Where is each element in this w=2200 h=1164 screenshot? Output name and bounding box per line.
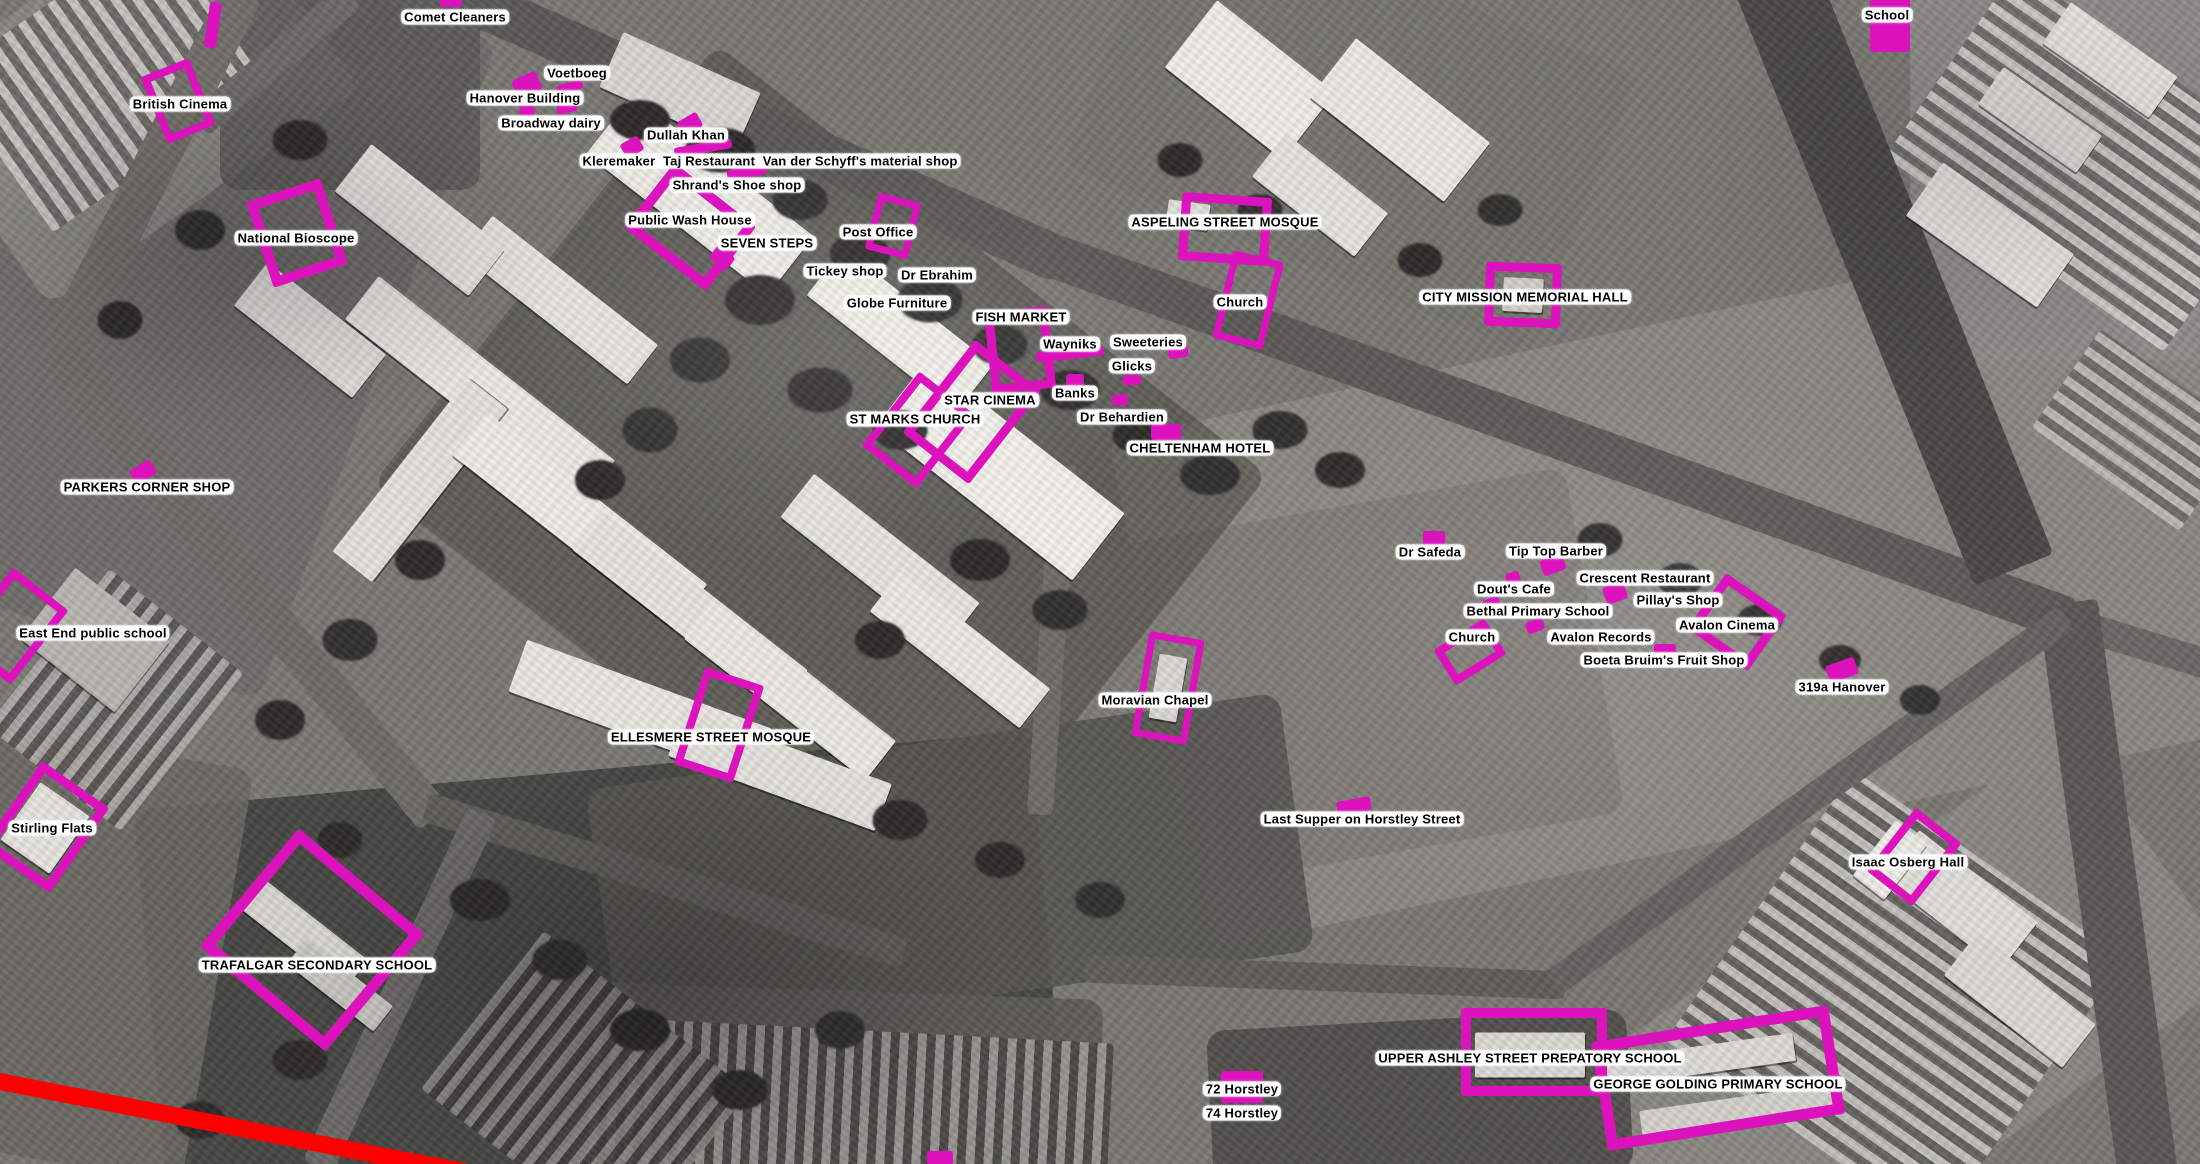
map-label: Dout's Cafe <box>1474 581 1554 597</box>
tree <box>450 879 510 921</box>
map-label: Hanover Building <box>466 90 584 106</box>
tree <box>725 275 795 325</box>
map-label: Dullah Khan <box>643 127 729 143</box>
tree <box>175 210 225 250</box>
tree <box>975 842 1025 878</box>
map-label: East End public school <box>16 625 170 641</box>
building-marker <box>1123 375 1141 385</box>
tree <box>787 367 853 413</box>
tree <box>272 1040 328 1080</box>
map-label: British Cinema <box>129 96 231 112</box>
tree <box>1180 455 1240 495</box>
tree <box>1157 143 1203 177</box>
tree <box>575 460 625 500</box>
tree <box>532 940 588 980</box>
tree <box>1032 590 1088 630</box>
map-label: Moravian Chapel <box>1098 692 1212 708</box>
map-label: TRAFALGAR SECONDARY SCHOOL <box>198 957 436 973</box>
map-label: GEORGE GOLDING PRIMARY SCHOOL <box>1590 1076 1846 1092</box>
tree <box>872 800 928 840</box>
map-label: School <box>1861 7 1913 23</box>
building-marker <box>1112 394 1128 406</box>
map-label: 72 Horstley <box>1202 1081 1282 1097</box>
tree <box>972 325 1028 365</box>
map-label: Church <box>1213 294 1267 310</box>
building-marker <box>927 1151 953 1164</box>
building-marker <box>1151 424 1181 440</box>
map-label: ASPELING STREET MOSQUE <box>1128 214 1322 230</box>
map-label: Dr Behardien <box>1076 409 1168 425</box>
tree <box>272 120 328 160</box>
map-label: Pillay's Shop <box>1633 592 1723 608</box>
map-label: Dr Safeda <box>1395 544 1465 560</box>
map-label: Voetboeg <box>544 65 610 81</box>
tree <box>815 1011 865 1049</box>
tree <box>712 1070 768 1110</box>
tree <box>322 619 378 661</box>
map-label: STAR CINEMA <box>941 392 1039 408</box>
map-label: Post Office <box>839 224 917 240</box>
map-label: Bethal Primary School <box>1463 603 1613 619</box>
tree <box>950 539 1010 581</box>
tree <box>1397 243 1443 277</box>
map-label: Sweeteries <box>1110 334 1186 350</box>
map-label: Comet Cleaners <box>401 9 509 25</box>
map-label: CHELTENHAM HOTEL <box>1126 440 1274 456</box>
tree <box>855 621 905 659</box>
map-label: Stirling Flats <box>8 820 96 836</box>
tree <box>395 540 445 580</box>
map-label: Broadway dairy <box>498 115 604 131</box>
map-label: FISH MARKET <box>972 309 1070 325</box>
map-label: 319a Hanover <box>1795 679 1889 695</box>
tree <box>670 337 730 383</box>
map-label: Avalon Records <box>1547 629 1655 645</box>
map-label: Tickey shop <box>803 263 887 279</box>
tree <box>622 407 678 453</box>
building-marker <box>1066 374 1084 386</box>
map-label: 74 Horstley <box>1202 1105 1282 1121</box>
tree <box>1900 685 1940 715</box>
tree <box>1477 194 1523 226</box>
map-label: CITY MISSION MEMORIAL HALL <box>1419 289 1631 305</box>
map-label: Boeta Bruim's Fruit Shop <box>1580 652 1748 668</box>
map-label: ST MARKS CHURCH <box>846 411 984 427</box>
map-label: Banks <box>1051 385 1099 401</box>
tree <box>97 301 143 339</box>
map-label: Public Wash House <box>625 212 755 228</box>
tree <box>610 1009 670 1051</box>
tree <box>1075 882 1125 918</box>
map-label: Kleremaker Taj Restaurant Van der Schyff… <box>579 153 961 169</box>
terrain-patch <box>220 0 480 190</box>
map-label: SEVEN STEPS <box>717 235 817 251</box>
map-label: Wayniks <box>1040 336 1100 352</box>
map-label: Church <box>1445 629 1499 645</box>
map-label: PARKERS CORNER SHOP <box>60 479 234 495</box>
tree <box>255 700 305 740</box>
map-label: Crescent Restaurant <box>1576 570 1714 586</box>
building-marker <box>519 104 535 116</box>
map-label: Glicks <box>1108 358 1156 374</box>
tree <box>317 822 363 858</box>
map-label: Dr Ebrahim <box>897 267 977 283</box>
map-label: Tip Top Barber <box>1505 543 1607 559</box>
map-label: ELLESMERE STREET MOSQUE <box>607 729 815 745</box>
map-label: Globe Furniture <box>843 295 951 311</box>
map-label: National Bioscope <box>234 230 358 246</box>
map-label: UPPER ASHLEY STREET PREPATORY SCHOOL <box>1375 1050 1685 1066</box>
tree <box>1315 452 1365 488</box>
map-label: Isaac Osberg Hall <box>1848 854 1968 870</box>
map-label: Shrand's Shoe shop <box>669 177 805 193</box>
map-label: Avalon Cinema <box>1675 617 1779 633</box>
building-marker <box>1423 531 1445 545</box>
building-marker <box>440 0 462 7</box>
map-label: Last Supper on Horstley Street <box>1260 811 1464 827</box>
